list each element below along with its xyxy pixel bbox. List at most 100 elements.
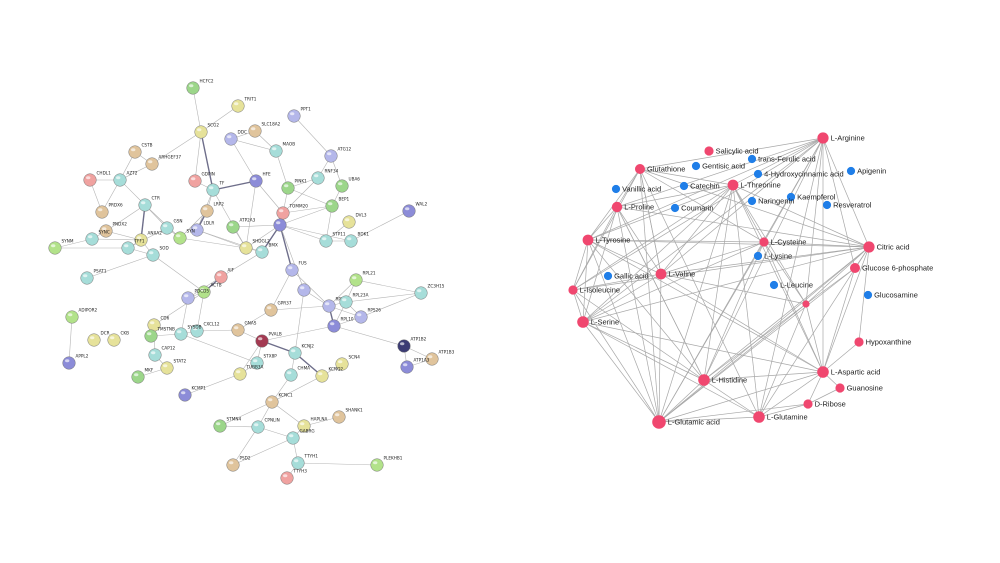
ppi-node-gdpin[interactable]: GDPIN [188, 172, 215, 188]
met-node-naringenin[interactable]: Naringenin [747, 197, 794, 206]
met-node-l-lysine[interactable]: L-Lysine [753, 252, 792, 261]
ppi-node-prdx6[interactable]: PRDX6 [95, 203, 123, 219]
ppi-node-arhgef37[interactable]: ARHGEF37 [145, 155, 182, 171]
ppi-node-atp1a3[interactable]: ATP1A3 [400, 358, 430, 374]
ppi-node-pink1[interactable]: PINK1 [281, 179, 307, 195]
met-node-hypoxanthine[interactable]: Hypoxanthine [854, 337, 911, 347]
ppi-node-scg2[interactable]: SCG2 [194, 123, 220, 139]
ppi-node-mkf[interactable]: MKF [131, 368, 154, 384]
ppi-node-ckb[interactable]: CKB [107, 331, 129, 347]
met-node-l-isoleucine[interactable]: L-Isoleucine [568, 285, 620, 295]
ppi-node-shank1[interactable]: SHANK1 [332, 408, 363, 424]
ppi-node-cap12[interactable]: CAP12 [148, 346, 176, 362]
met-node-resveratrol[interactable]: Resveratrol [822, 201, 872, 210]
met-node-coumarin[interactable]: Coumarin [670, 204, 714, 213]
ppi-node-tff1[interactable]: TFF1 [121, 239, 145, 255]
ppi-node-atp1b2[interactable]: ATP1B2 [397, 337, 427, 353]
met-node-l-glutamine[interactable]: L-Glutamine [753, 411, 808, 423]
met-node-l-tyrosine[interactable]: L-Tyrosine [582, 234, 631, 246]
met-node-salicylic-acid[interactable]: Salicylic acid [704, 146, 759, 156]
ppi-node-haplna[interactable]: HAPLNA [297, 417, 328, 433]
ppi-node-maob[interactable]: MAOB [269, 142, 295, 158]
ppi-node-trit1[interactable]: TRIT1 [231, 97, 257, 113]
met-node-guanosine[interactable]: Guanosine [835, 383, 883, 393]
ppi-node-ldlr[interactable]: LDLR [190, 221, 215, 237]
met-node-l-serine[interactable]: L-Serine [577, 316, 619, 328]
ppi-node-pndx2[interactable]: PNDX2 [99, 222, 128, 238]
ppi-node-ttyh3[interactable]: TTYH3 [280, 469, 308, 485]
ppi-node-atp2a3[interactable]: ATP2A3 [226, 218, 256, 234]
ppi-node-cpnlin[interactable]: CPNLIN [251, 418, 280, 434]
ppi-node-actb[interactable]: ACTB [197, 283, 222, 299]
ppi-node-psat1[interactable]: PSAT1 [80, 269, 107, 285]
ppi-node-gnas[interactable]: GNAS [231, 321, 257, 337]
ppi-node-rpl21[interactable]: RPL21 [349, 271, 376, 287]
ppi-node-pdcd5[interactable]: PDCD5 [181, 289, 210, 305]
ppi-node-hub1[interactable] [273, 218, 287, 232]
ppi-node-ttyh1[interactable]: TTYH1 [291, 454, 319, 470]
ppi-node-gpr37[interactable]: GPR37 [264, 301, 292, 317]
ppi-node-hfe[interactable]: HFE [249, 172, 271, 188]
met-node-trans-ferulic-acid[interactable]: trans-Ferulic acid [747, 155, 816, 164]
met-node-4-hydroxycinnamic-acid[interactable]: 4-Hydroxycinnamic acid [753, 170, 844, 179]
met-node-l-valine[interactable]: L-Valine [655, 268, 696, 280]
met-node-l-threonine[interactable]: L-Threonine [727, 179, 781, 191]
ppi-node-anxa2[interactable]: ANXA2 [134, 231, 163, 247]
ppi-node-hcfc2[interactable]: HCFC2 [186, 79, 214, 95]
ppi-node-stx8p[interactable]: STX8P [250, 354, 278, 370]
ppi-node-cstb[interactable]: CSTB [128, 143, 153, 159]
met-node-l-leucine[interactable]: L-Leucine [769, 281, 813, 290]
met-node-gallic-acid[interactable]: Gallic acid [603, 272, 649, 281]
ppi-node-zc3h15[interactable]: ZC3H15 [414, 284, 445, 300]
ppi-node-kcmp1[interactable]: KCMP1 [178, 386, 206, 402]
ppi-node-ctr[interactable]: CTR [138, 196, 160, 212]
ppi-node-cxcl12[interactable]: CXCL12 [190, 322, 220, 338]
ppi-node-pvalb[interactable]: PVALB [255, 332, 282, 348]
ppi-node-tubb3a[interactable]: TUBB3A [233, 365, 264, 381]
ppi-node-uba6[interactable]: UBA6 [335, 177, 361, 193]
ppi-node-fus[interactable]: FUS [285, 261, 307, 277]
ppi-node-rnf34[interactable]: RNF34 [311, 169, 339, 185]
ppi-node-sysdb[interactable]: SYSDB [174, 325, 202, 341]
ppi-node-bep1[interactable]: BEP1 [325, 197, 350, 213]
ppi-node-kcnc1[interactable]: KCNC1 [265, 393, 293, 409]
ppi-node-bdk1[interactable]: BDK1 [344, 232, 370, 248]
ppi-node-wal2[interactable]: WAL2 [402, 202, 428, 218]
ppi-node-kcnj2[interactable]: KCNJ2 [288, 344, 315, 360]
met-node-glucose-6-phosphate[interactable]: Glucose 6-phosphate [850, 263, 933, 273]
ppi-node-chma[interactable]: CHMA [284, 366, 310, 382]
ppi-node-syn[interactable]: SYN [173, 229, 195, 245]
met-node-apigenin[interactable]: Apigenin [846, 167, 886, 176]
ppi-node-sod[interactable]: SOD [146, 246, 169, 262]
ppi-node-stmn4[interactable]: STMN4 [213, 417, 242, 433]
met-node-hub[interactable] [802, 300, 810, 308]
ppi-node-slc18a2[interactable]: SLC18A2 [248, 122, 281, 138]
ppi-node-kcnq2[interactable]: KCNQ2 [315, 367, 344, 383]
ppi-node-hub2[interactable] [297, 283, 311, 297]
ppi-node-lrp2[interactable]: LRP2 [200, 202, 225, 218]
ppi-node-atp1b3[interactable]: ATP1B3 [425, 350, 455, 366]
ppi-node-rps26[interactable]: RPS26 [354, 308, 382, 324]
met-node-citric-acid[interactable]: Citric acid [863, 241, 910, 253]
ppi-node-gabrg[interactable]: GABRG [286, 429, 315, 445]
ppi-node-chdl1[interactable]: CHDL1 [83, 171, 111, 187]
ppi-node-shdgl2[interactable]: SHDGL2 [239, 239, 270, 255]
met-node-l-glutamic-acid[interactable]: L-Glutamic acid [652, 415, 720, 429]
ppi-node-atg12[interactable]: ATG12 [324, 147, 352, 163]
ppi-node-scn4[interactable]: SCN4 [335, 355, 361, 371]
ppi-node-ppt1[interactable]: PPT1 [287, 107, 311, 123]
ppi-node-tmstnb[interactable]: TMSTNB [144, 327, 175, 343]
met-node-l-arginine[interactable]: L-Arginine [817, 132, 865, 144]
ppi-node-rpl23a[interactable]: RPL23A [339, 293, 369, 309]
ppi-node-stat2[interactable]: STAT2 [160, 359, 187, 375]
met-node-l-histidine[interactable]: L-Histidine [698, 374, 747, 386]
ppi-node-gsn[interactable]: GSN [160, 219, 183, 235]
met-node-kaempferol[interactable]: Kaempferol [786, 193, 836, 202]
ppi-node-bmx[interactable]: BMX [255, 243, 278, 259]
met-node-gentisic-acid[interactable]: Gentisic acid [691, 162, 745, 171]
ppi-node-stp11[interactable]: STP11 [319, 232, 346, 248]
ppi-node-appl2[interactable]: APPL2 [62, 354, 89, 370]
met-node-glucosamine[interactable]: Glucosamine [863, 291, 918, 300]
ppi-node-rpl10[interactable]: RPL10 [327, 317, 354, 333]
met-node-l-aspartic-acid[interactable]: L-Aspartic acid [817, 366, 880, 378]
